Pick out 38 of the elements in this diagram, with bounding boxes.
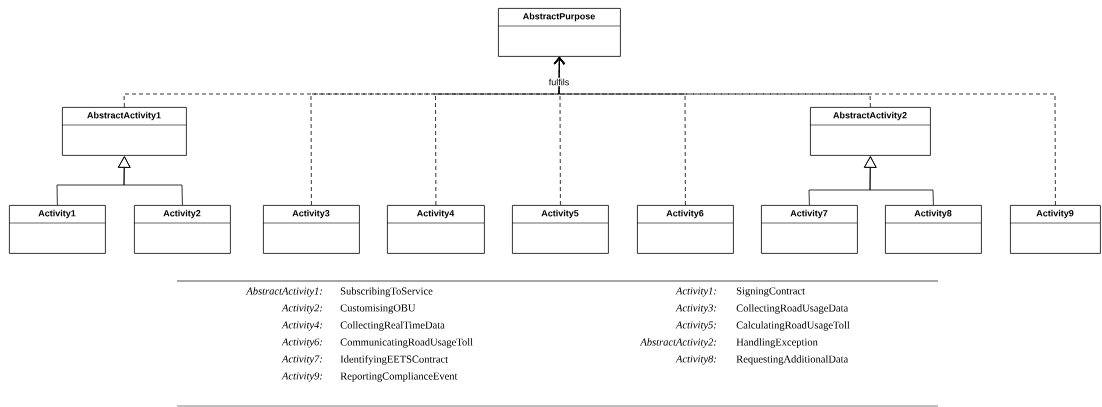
generalization-arrow xyxy=(117,156,183,206)
class-box: Activity7 xyxy=(760,205,858,254)
class-box: Activity6 xyxy=(636,205,734,254)
term-label: Activity8: xyxy=(675,355,716,365)
definition-text: CalculatingRoadUsageToll xyxy=(736,321,850,331)
term-label: Activity9: xyxy=(281,372,322,382)
term-label: Activity5: xyxy=(675,321,716,331)
edge-label: fulfils xyxy=(547,77,571,87)
definition-text: SigningContract xyxy=(736,287,805,297)
definition-text: RequestingAdditionalData xyxy=(736,355,849,365)
term-label: Activity6: xyxy=(281,338,322,348)
term-label: AbstractActivity1: xyxy=(245,287,322,297)
definition-text: CommunicatingRoadUsageToll xyxy=(340,338,473,348)
definition-text: CollectingRoadUsageData xyxy=(736,304,849,314)
class-box: Activity5 xyxy=(511,205,609,254)
term-label: Activity7: xyxy=(281,355,322,365)
term-label: Activity2: xyxy=(281,304,322,314)
class-box: AbstractActivity2 xyxy=(809,107,931,156)
term-label: AbstractActivity2: xyxy=(639,338,716,348)
definition-text: CollectingRealTimeData xyxy=(340,321,445,331)
definition-text: HandlingException xyxy=(736,338,818,348)
term-label: Activity3: xyxy=(675,304,716,314)
term-label: Activity1: xyxy=(675,287,716,297)
class-box: Activity3 xyxy=(262,205,360,254)
term-label: Activity4: xyxy=(281,321,322,331)
definition-text: IdentifyingEETSContract xyxy=(340,355,449,365)
class-box: AbstractActivity1 xyxy=(61,107,187,156)
dependency-arrow xyxy=(553,56,1056,206)
definition-text: ReportingComplianceEvent xyxy=(340,372,458,382)
class-box: Activity9 xyxy=(1009,205,1101,254)
definition-text: CustomisingOBU xyxy=(340,304,416,314)
class-box: Activity2 xyxy=(133,205,231,254)
definition-text: SubscribingToService xyxy=(340,287,433,297)
class-box: AbstractPurpose xyxy=(497,8,621,57)
class-box: Activity4 xyxy=(386,205,485,254)
generalization-arrow xyxy=(863,156,934,206)
class-box: Activity8 xyxy=(884,205,982,254)
class-box: Activity1 xyxy=(8,205,106,254)
